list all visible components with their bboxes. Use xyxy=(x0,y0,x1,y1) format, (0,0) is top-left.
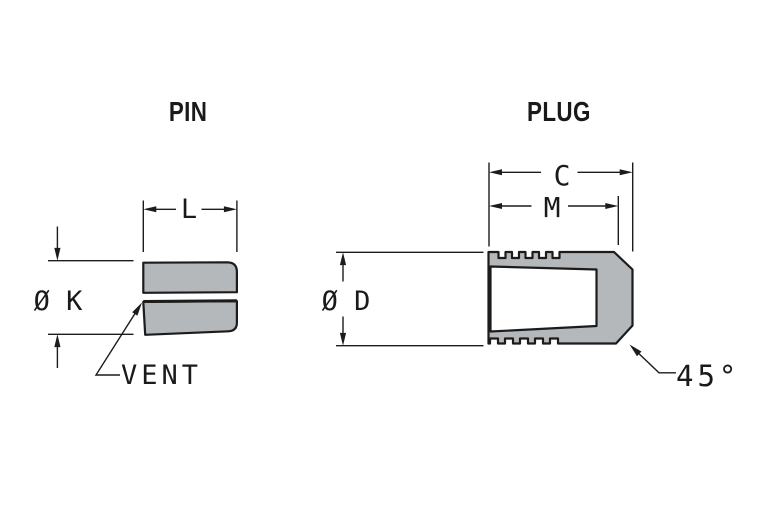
plug-title-text: PLUG xyxy=(527,96,591,127)
drawing-root xyxy=(48,162,676,376)
pin-body-upper xyxy=(142,261,238,294)
pin-vent-edge xyxy=(143,299,237,303)
plug-overall-length-label: C xyxy=(553,159,571,192)
vent-leader xyxy=(94,312,137,376)
plug-inner-length-label: M xyxy=(543,191,561,224)
pin-length-dimension xyxy=(142,200,238,252)
pin-diameter-label: Ø K xyxy=(33,286,83,317)
part-bodies xyxy=(142,250,634,345)
plug-diameter-dimension xyxy=(336,251,484,347)
pin-diameter-dimension xyxy=(48,226,134,368)
plug-inner-length-dimension xyxy=(501,196,619,245)
arrow-left-icon xyxy=(143,206,157,213)
vent-label: VENT xyxy=(121,360,203,391)
arrow-up-icon xyxy=(54,334,61,348)
pin-body-lower xyxy=(142,300,238,336)
plug-title: PLUG xyxy=(517,98,601,126)
pin-length-label: L xyxy=(180,194,198,225)
pin-title-text: PIN xyxy=(168,96,208,127)
leader-line xyxy=(638,353,676,374)
arrow-right-icon xyxy=(605,203,619,209)
arrow-vent-icon xyxy=(132,302,142,316)
arrow-left-icon xyxy=(489,169,502,176)
arrow-right-icon xyxy=(223,206,237,213)
pin-title: PIN xyxy=(146,98,230,126)
leader-line xyxy=(94,312,137,376)
arrow-down-icon xyxy=(54,247,61,261)
chamfer-leader xyxy=(638,353,676,374)
chamfer-angle-label: 45° xyxy=(676,359,741,393)
plug-overall-length-dimension xyxy=(488,162,634,252)
plug-cavity xyxy=(489,265,598,333)
arrow-chamfer-icon xyxy=(629,344,642,357)
arrow-left-icon xyxy=(489,203,502,209)
arrow-right-icon xyxy=(619,169,633,176)
arrow-up-icon xyxy=(339,252,347,266)
arrowheads xyxy=(54,169,642,357)
plug-diameter-label: Ø D xyxy=(321,286,371,317)
arrow-down-icon xyxy=(339,332,347,346)
